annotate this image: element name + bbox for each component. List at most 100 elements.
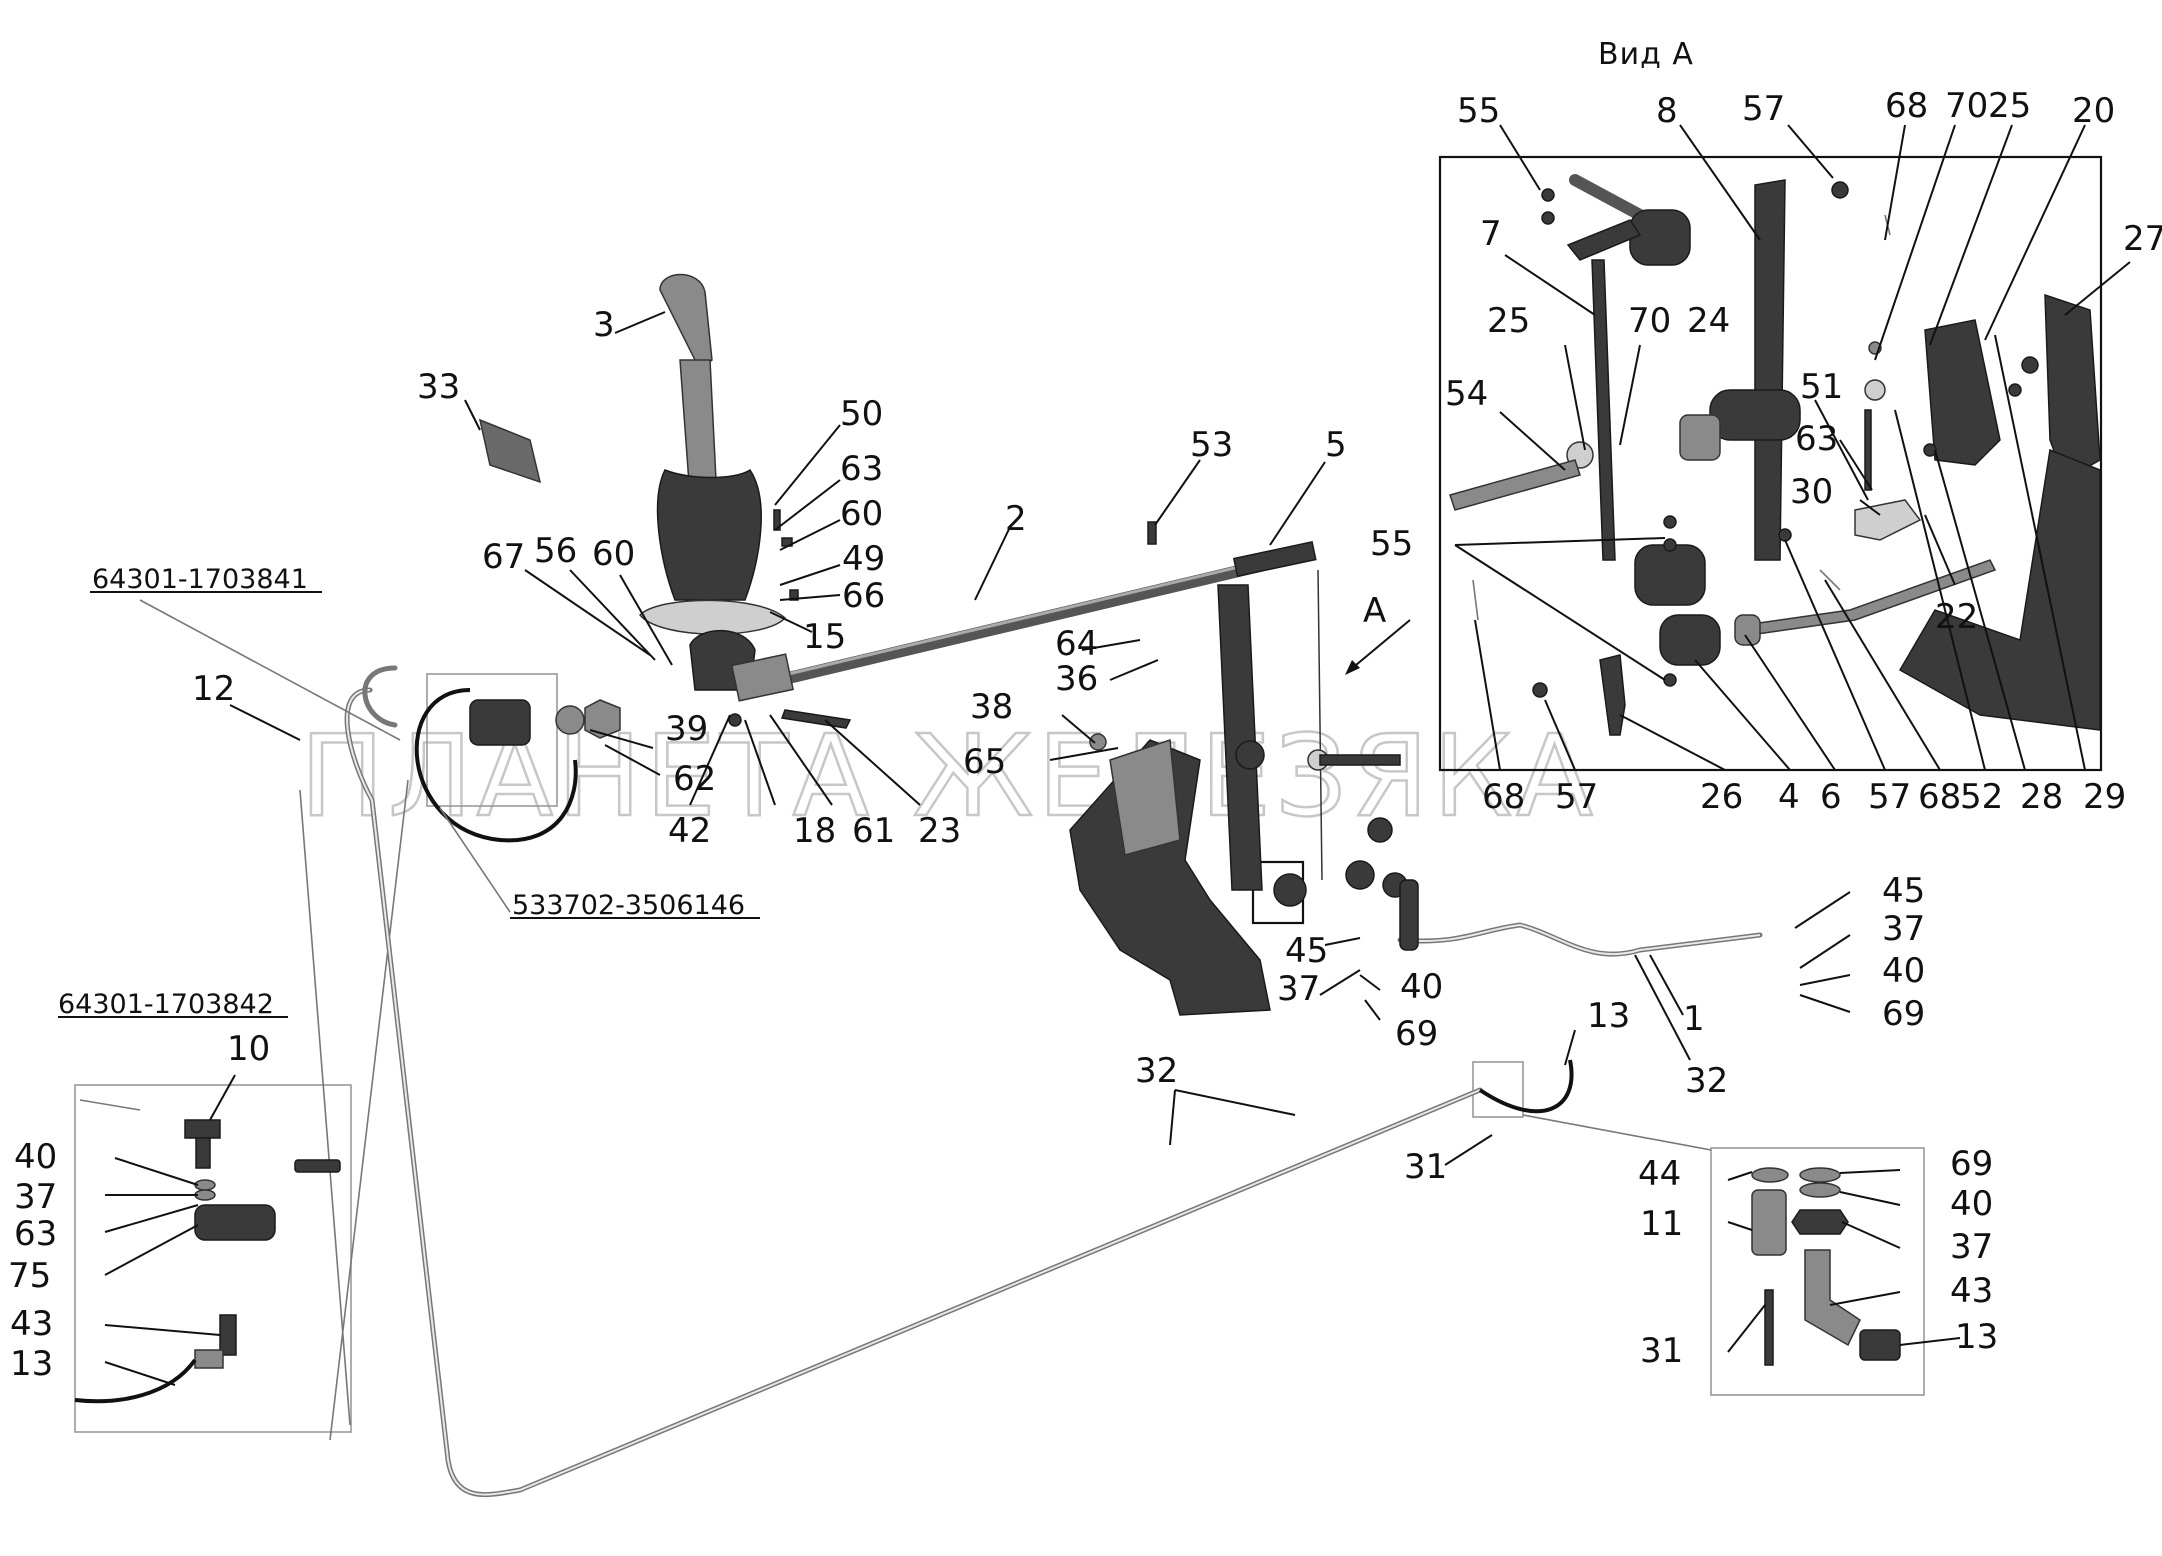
pivot-joint bbox=[1273, 873, 1307, 907]
callout-31a: 31 bbox=[1404, 1147, 1447, 1187]
lever-boot bbox=[656, 468, 762, 601]
bracket-plate bbox=[1109, 738, 1181, 856]
adapter-11 bbox=[1751, 1189, 1787, 1256]
callout-va-26: 26 bbox=[1700, 777, 1743, 817]
callout-31b: 31 bbox=[1640, 1331, 1683, 1371]
callout-64: 64 bbox=[1055, 624, 1098, 664]
callout-va-57a: 57 bbox=[1742, 89, 1785, 129]
seal-62 bbox=[555, 705, 585, 735]
rod-end bbox=[730, 653, 794, 702]
pipe-top-view-a bbox=[1569, 174, 1646, 221]
nut-39 bbox=[584, 699, 621, 739]
callout-va-7: 7 bbox=[1480, 214, 1502, 254]
callout-32b: 32 bbox=[1135, 1051, 1178, 1091]
callout-va-29: 29 bbox=[2083, 777, 2126, 817]
callout-40a: 40 bbox=[1400, 967, 1443, 1007]
callout-va-70b: 70 bbox=[1628, 301, 1671, 341]
callout-13a: 13 bbox=[1587, 996, 1630, 1036]
callout-66: 66 bbox=[842, 576, 885, 616]
bolt-23 bbox=[780, 709, 852, 729]
callout-va-4: 4 bbox=[1778, 777, 1800, 817]
callout-23: 23 bbox=[918, 811, 961, 851]
shift-rod-2 bbox=[774, 554, 1291, 686]
callout-13c: 13 bbox=[1955, 1317, 1998, 1357]
callout-va-25b: 25 bbox=[1487, 301, 1530, 341]
hose-13-left bbox=[74, 1358, 197, 1404]
callout-3: 3 bbox=[593, 305, 615, 345]
callout-36: 36 bbox=[1055, 659, 1098, 699]
callout-va-27: 27 bbox=[2123, 219, 2162, 259]
callout-69b: 69 bbox=[1882, 994, 1925, 1034]
callout-43b: 43 bbox=[1950, 1271, 1993, 1311]
cross-link bbox=[1232, 541, 1317, 578]
callout-5: 5 bbox=[1325, 425, 1347, 465]
callout-63: 63 bbox=[840, 449, 883, 489]
callout-42: 42 bbox=[668, 811, 711, 851]
detail-frame-right bbox=[1710, 1147, 1925, 1396]
pipe-31 bbox=[1764, 1289, 1774, 1366]
nut-37 bbox=[1791, 1209, 1849, 1235]
link-7 bbox=[1591, 259, 1616, 561]
callout-2: 2 bbox=[1005, 499, 1027, 539]
hub bbox=[1709, 389, 1801, 441]
tie-rod bbox=[1317, 569, 1323, 881]
callout-va-55a: 55 bbox=[1457, 91, 1500, 131]
ref-64301-1703842: 64301-1703842 bbox=[58, 989, 274, 1020]
callout-60b: 60 bbox=[592, 534, 635, 574]
callout-va-8: 8 bbox=[1656, 91, 1678, 131]
callout-13b: 13 bbox=[10, 1344, 53, 1384]
callout-45b: 45 bbox=[1882, 871, 1925, 911]
bolt-54 bbox=[1449, 459, 1581, 511]
callout-40c: 40 bbox=[14, 1137, 57, 1177]
callout-10: 10 bbox=[227, 1029, 270, 1069]
bushing-top bbox=[1629, 209, 1691, 266]
callout-45a: 45 bbox=[1285, 931, 1328, 971]
callout-39: 39 bbox=[665, 709, 708, 749]
callout-va-6: 6 bbox=[1820, 777, 1842, 817]
boot-plate-15 bbox=[638, 599, 787, 635]
callout-va-25a: 25 bbox=[1988, 86, 2031, 126]
bracket-20 bbox=[1924, 319, 2001, 466]
valve-frame bbox=[426, 673, 558, 807]
callout-va-70a: 70 bbox=[1945, 86, 1988, 126]
fitting-13 bbox=[1859, 1329, 1901, 1361]
callout-va-24: 24 bbox=[1687, 301, 1730, 341]
lever-arm bbox=[1217, 584, 1263, 891]
view-arrow-a bbox=[1349, 619, 1411, 671]
view-title: Вид А bbox=[1598, 37, 1694, 72]
leader-lines bbox=[104, 124, 2131, 1386]
callout-va-28: 28 bbox=[2020, 777, 2063, 817]
callout-37c: 37 bbox=[14, 1177, 57, 1217]
ref-64301-1703841: 64301-1703841 bbox=[92, 564, 308, 595]
callout-65: 65 bbox=[963, 742, 1006, 782]
ref-533702-3506146: 533702-3506146 bbox=[512, 890, 745, 921]
bracket-29 bbox=[1898, 448, 2101, 731]
lever-26 bbox=[1599, 654, 1626, 736]
bushing-4 bbox=[1659, 614, 1721, 666]
hose-valve bbox=[414, 688, 578, 843]
callout-va-55b: 55 bbox=[1370, 524, 1413, 564]
callout-va-57c: 57 bbox=[1868, 777, 1911, 817]
washer-44 bbox=[1751, 1167, 1789, 1183]
callout-37a: 37 bbox=[1277, 969, 1320, 1009]
valve-75 bbox=[194, 1204, 276, 1241]
callout-12: 12 bbox=[192, 669, 235, 709]
callout-va-22: 22 bbox=[1935, 597, 1978, 637]
callout-67: 67 bbox=[482, 537, 525, 577]
air-pipe-loop bbox=[362, 665, 398, 728]
callout-49: 49 bbox=[842, 539, 885, 579]
gear-knob-3 bbox=[659, 273, 713, 372]
callout-va-68b: 68 bbox=[1482, 777, 1525, 817]
view-a-frame bbox=[1438, 155, 2103, 772]
callout-69a: 69 bbox=[1395, 1014, 1438, 1054]
callout-va-68c: 68 bbox=[1918, 777, 1961, 817]
callout-40b: 40 bbox=[1882, 951, 1925, 991]
callout-44: 44 bbox=[1638, 1154, 1681, 1194]
callout-va-57b: 57 bbox=[1555, 777, 1598, 817]
callout-69c: 69 bbox=[1950, 1144, 1993, 1184]
callout-38: 38 bbox=[970, 687, 1013, 727]
tee-fitting-10 bbox=[184, 1119, 221, 1139]
callout-40d: 40 bbox=[1950, 1184, 1993, 1224]
callout-33: 33 bbox=[417, 367, 460, 407]
